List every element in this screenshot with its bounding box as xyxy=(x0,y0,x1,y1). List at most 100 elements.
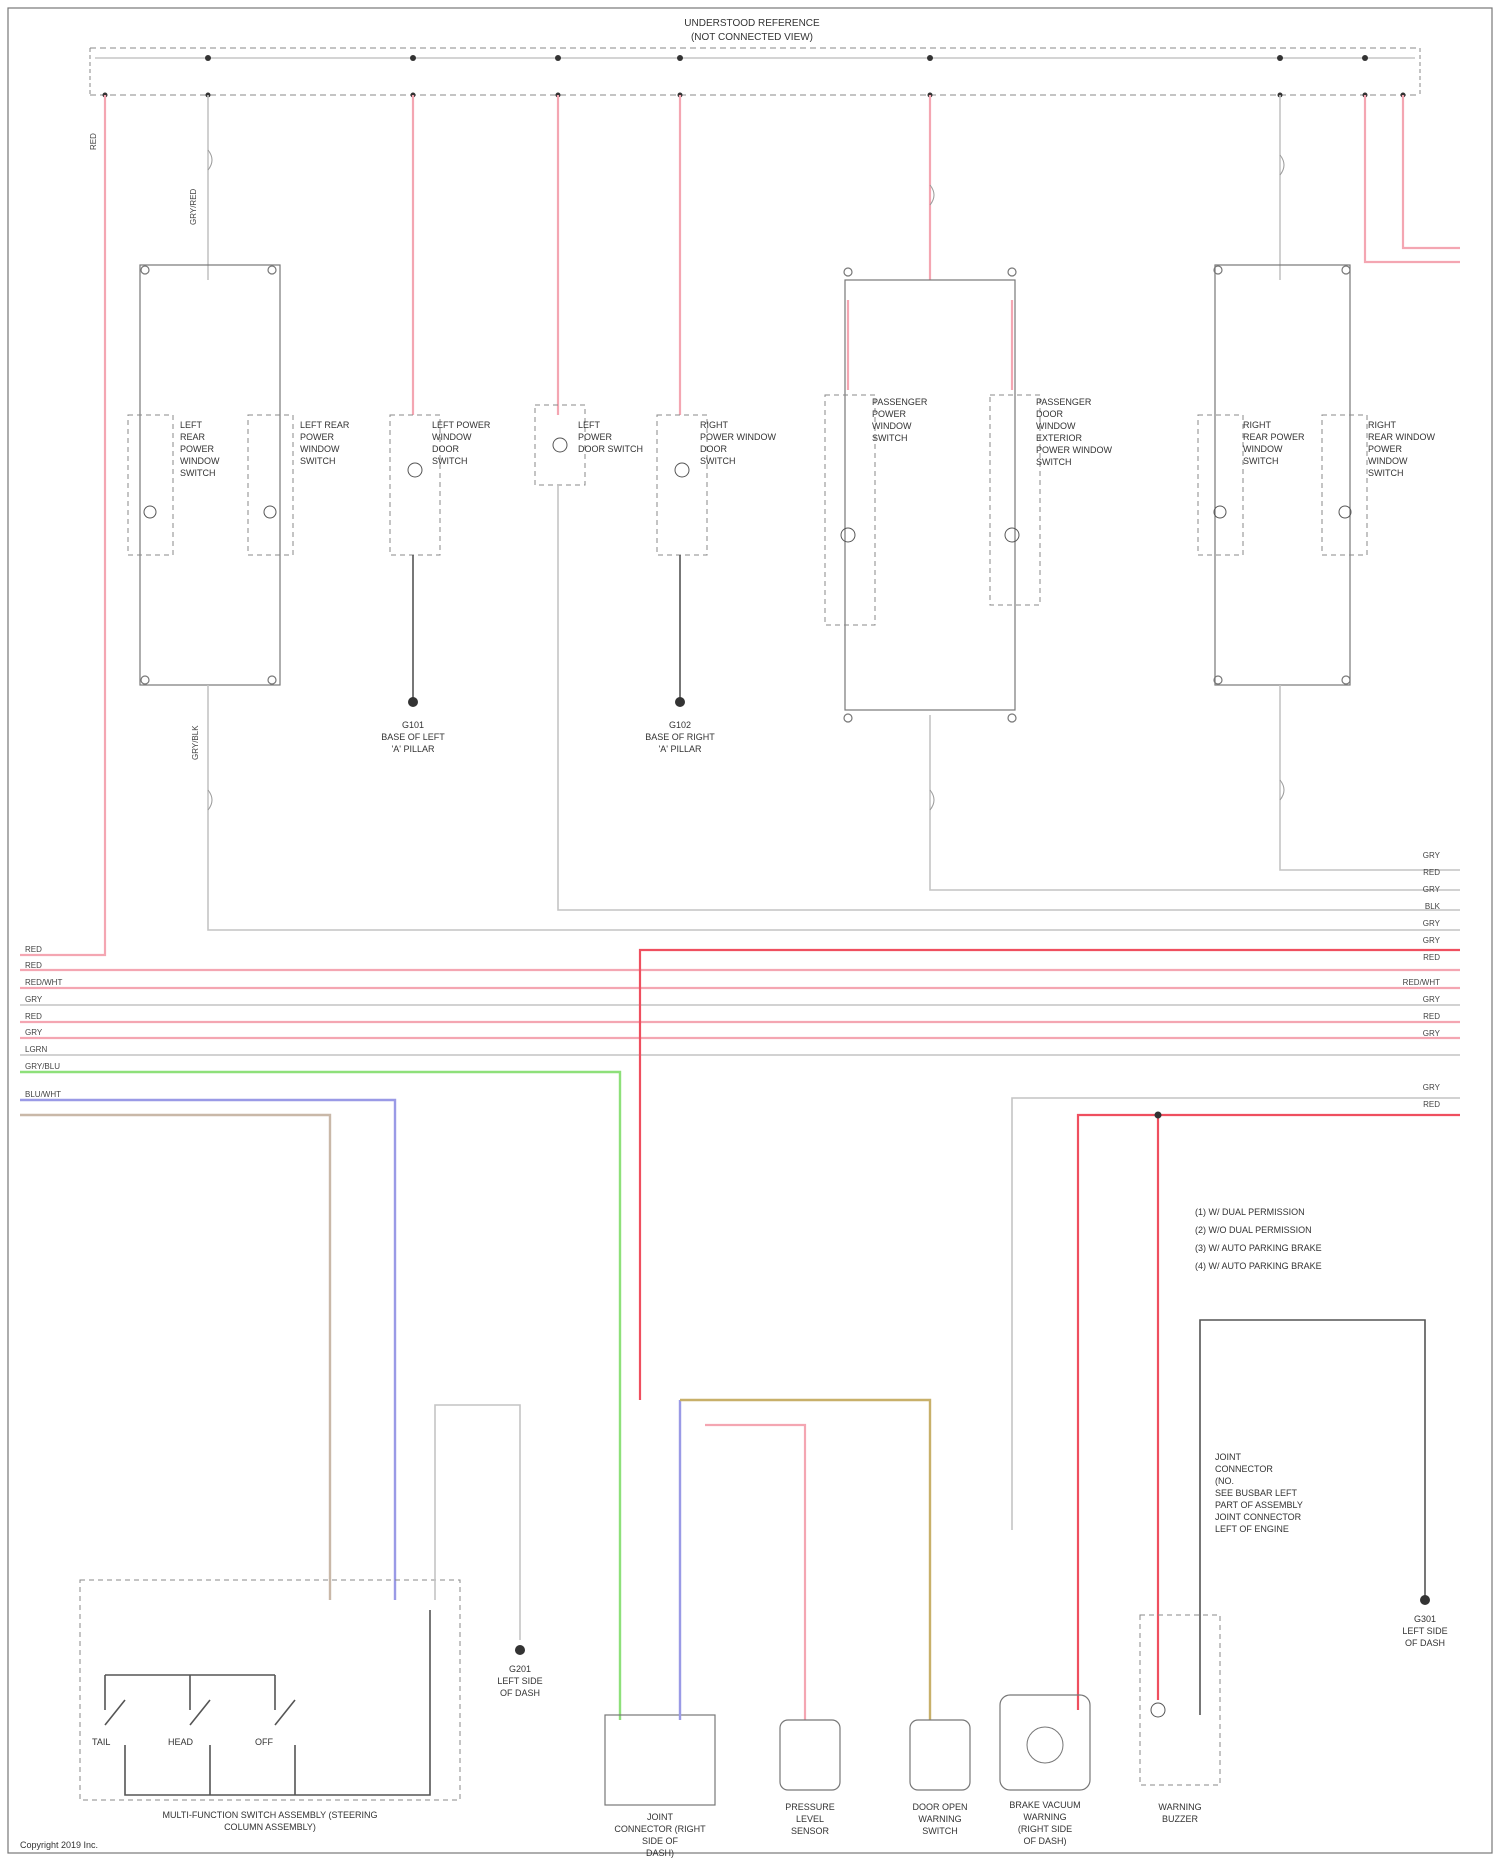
ground-g2-line-1: BASE OF RIGHT xyxy=(645,732,715,742)
right-bus-1: RED xyxy=(1423,868,1440,877)
sw8-label-2: WINDOW xyxy=(1243,444,1283,454)
legend-3: (4) W/ AUTO PARKING BRAKE xyxy=(1195,1261,1322,1271)
splice-dot xyxy=(1155,1112,1162,1119)
sw8-label-3: SWITCH xyxy=(1243,456,1279,466)
joint-connector-3: DASH) xyxy=(646,1848,674,1858)
ground-right-0: G301 xyxy=(1414,1614,1436,1624)
sw9-label-3: WINDOW xyxy=(1368,456,1408,466)
right-bus-12: RED xyxy=(1423,1100,1440,1109)
right-bus-11: GRY xyxy=(1423,1083,1441,1092)
ground-left-1: LEFT SIDE xyxy=(497,1676,542,1686)
sw9-label-2: POWER xyxy=(1368,444,1403,454)
footer-copyright: Copyright 2019 Inc. xyxy=(20,1840,98,1850)
legend-0: (1) W/ DUAL PERMISSION xyxy=(1195,1207,1305,1217)
joint-connector-0: JOINT xyxy=(647,1812,674,1822)
sw7-label-0: PASSENGER xyxy=(1036,397,1092,407)
switch-label-tail: TAIL xyxy=(92,1737,110,1747)
bus-wire-3: GRY xyxy=(25,995,43,1004)
sw7-label-2: WINDOW xyxy=(1036,421,1076,431)
horizontal-bus xyxy=(20,950,1460,1720)
door-switch-0: DOOR OPEN xyxy=(912,1802,967,1812)
wire-top-right-2 xyxy=(1403,95,1460,248)
brake-relay-2: (RIGHT SIDE xyxy=(1018,1824,1072,1834)
switch-left-power-window xyxy=(390,95,440,707)
joint-note-6: LEFT OF ENGINE xyxy=(1215,1524,1289,1534)
sw2-label-2: WINDOW xyxy=(300,444,340,454)
brake-relay-1: WARNING xyxy=(1023,1812,1066,1822)
sw7-label-1: DOOR xyxy=(1036,409,1064,419)
sw8-label-0: RIGHT xyxy=(1243,420,1272,430)
joint-note-3: SEE BUSBAR LEFT xyxy=(1215,1488,1298,1498)
sw3-label-1: WINDOW xyxy=(432,432,472,442)
wire-drop-red-1 xyxy=(1078,1115,1460,1710)
sw2-label-0: LEFT REAR xyxy=(300,420,350,430)
sw4-label-1: POWER xyxy=(578,432,613,442)
sw1-label-2: POWER xyxy=(180,444,215,454)
ground-g2-line-2: 'A' PILLAR xyxy=(659,744,702,754)
sw9-label-0: RIGHT xyxy=(1368,420,1397,430)
sw4-label-2: DOOR SWITCH xyxy=(578,444,643,454)
sw1-label-4: SWITCH xyxy=(180,468,216,478)
header-title-line-2: (NOT CONNECTED VIEW) xyxy=(691,32,813,43)
switch-label-head: HEAD xyxy=(168,1737,194,1747)
bus-wire-1: RED xyxy=(25,961,42,970)
sw5-label-3: SWITCH xyxy=(700,456,736,466)
switch-label-off: OFF xyxy=(255,1737,273,1747)
joint-connector xyxy=(605,1400,930,1805)
svg-text:GRY/BLK: GRY/BLK xyxy=(191,725,200,760)
brake-vacuum-warning xyxy=(1000,1695,1090,1790)
switch-right-power-window xyxy=(657,95,707,707)
module-right-rear xyxy=(1198,95,1460,870)
sw7-label-3: EXTERIOR xyxy=(1036,433,1083,443)
joint-note-2: (NO. xyxy=(1215,1476,1234,1486)
sw3-label-0: LEFT POWER xyxy=(432,420,491,430)
ground-g2-line-0: G102 xyxy=(669,720,691,730)
ground-g1-line-1: BASE OF LEFT xyxy=(381,732,445,742)
sw5-label-1: POWER WINDOW xyxy=(700,432,776,442)
wire-label-left-feed: RED xyxy=(89,133,98,150)
sw3-label-2: DOOR xyxy=(432,444,460,454)
right-bus-4: GRY xyxy=(1423,919,1441,928)
legend-2: (3) W/ AUTO PARKING BRAKE xyxy=(1195,1243,1322,1253)
sw4-label-0: LEFT xyxy=(578,420,601,430)
sw2-label-1: POWER xyxy=(300,432,335,442)
bus-wire-5: GRY xyxy=(25,1028,43,1037)
sw6-label-3: SWITCH xyxy=(872,433,908,443)
bus-wire-6: LGRN xyxy=(25,1045,47,1054)
door-switch-2: SWITCH xyxy=(922,1826,958,1836)
master-switch-label-1: COLUMN ASSEMBLY) xyxy=(224,1822,316,1832)
ground-g1-line-0: G101 xyxy=(402,720,424,730)
joint-note-4: PART OF ASSEMBLY xyxy=(1215,1500,1303,1510)
sw5-label-2: DOOR xyxy=(700,444,728,454)
wire-left-feed xyxy=(20,95,105,955)
sw9-label-1: REAR WINDOW xyxy=(1368,432,1436,442)
joint-note-1: CONNECTOR xyxy=(1215,1464,1273,1474)
right-bus-3: BLK xyxy=(1425,902,1441,911)
right-bus-8: GRY xyxy=(1423,995,1441,1004)
ground-left-0: G201 xyxy=(509,1664,531,1674)
bus-wire-4: RED xyxy=(25,1012,42,1021)
bus-wire-7: GRY/BLU xyxy=(25,1062,60,1071)
wire-top-right-1 xyxy=(1365,95,1460,262)
brake-relay-3: OF DASH) xyxy=(1023,1836,1066,1846)
bus-wire-0: RED xyxy=(25,945,42,954)
master-switch-label-0: MULTI-FUNCTION SWITCH ASSEMBLY (STEERING xyxy=(162,1810,377,1820)
legend-1: (2) W/O DUAL PERMISSION xyxy=(1195,1225,1312,1235)
warning-buzzer xyxy=(1140,1320,1430,1785)
ground-g1-line-2: 'A' PILLAR xyxy=(392,744,435,754)
sw6-label-1: POWER xyxy=(872,409,907,419)
switch-left-door xyxy=(535,95,1460,910)
joint-note-0: JOINT xyxy=(1215,1452,1242,1462)
door-switch xyxy=(910,1720,970,1790)
sw6-label-0: PASSENGER xyxy=(872,397,928,407)
right-bus-6: RED xyxy=(1423,953,1440,962)
ground-left-2: OF DASH xyxy=(500,1688,540,1698)
right-bus-5: GRY xyxy=(1423,936,1441,945)
joint-connector-2: SIDE OF xyxy=(642,1836,679,1846)
bus-wire-8: BLU/WHT xyxy=(25,1090,61,1099)
ground-right-2: OF DASH xyxy=(1405,1638,1445,1648)
joint-note-5: JOINT CONNECTOR xyxy=(1215,1512,1302,1522)
sw1-label-0: LEFT xyxy=(180,420,203,430)
pressure-sensor-2: SENSOR xyxy=(791,1826,830,1836)
